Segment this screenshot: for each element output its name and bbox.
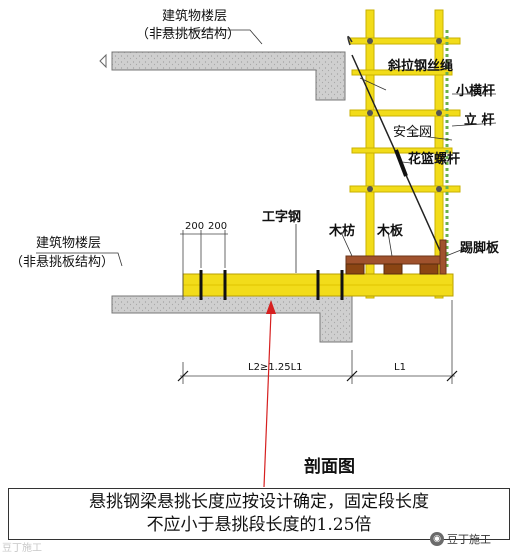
leader-upright (451, 122, 497, 127)
label-timber-purlin: 木枋 (328, 223, 355, 239)
dim-l2: L2≥1.25L1 (248, 362, 303, 373)
timber-purlin (345, 255, 441, 265)
scaffold-frame (349, 9, 461, 299)
label-toe-board: 踢脚板 (460, 240, 500, 256)
leader-net (412, 134, 453, 141)
label-top-floor-1: 建筑物楼层 (162, 8, 227, 24)
label-i-beam: 工字钢 (262, 209, 301, 225)
dimension-200 (180, 230, 228, 300)
section-title: 剖面图 (304, 456, 355, 477)
label-safety-net: 安全网 (393, 124, 432, 140)
diagonal-rope (347, 36, 447, 265)
caption-box: 悬挑钢梁悬挑长度应按设计确定，固定段长度 不应小于悬挑段长度的1.25倍 (8, 488, 510, 540)
leader-toe (445, 247, 467, 257)
label-left-floor-2: （非悬挑板结构） (10, 255, 114, 270)
caption-line-1: 悬挑钢梁悬挑长度应按设计确定，固定段长度 (89, 492, 429, 512)
doudin-logo-icon: ◉ (430, 532, 444, 546)
brand-name: 豆丁施工 (447, 533, 491, 546)
leader-turnbuckle (401, 161, 412, 164)
upper-floor-slab (99, 51, 346, 101)
leader-board (387, 231, 393, 257)
leader-left-floor (36, 252, 123, 267)
turnbuckle-mark (394, 149, 408, 177)
dim-200-b: 200 (208, 221, 227, 232)
leader-purlin (340, 231, 353, 257)
label-turnbuckle: 花篮螺杆 (408, 151, 460, 167)
leader-rope (359, 77, 387, 91)
lower-floor-slab (111, 295, 353, 343)
toe-board-shape (439, 239, 447, 275)
dim-200-a: 200 (185, 221, 204, 232)
leader-top-floor (160, 29, 263, 45)
brand-badge: ◉ 豆丁施工 (430, 531, 491, 547)
watermark-text: 豆丁施工 (2, 543, 42, 554)
dimension-l2-l1 (177, 300, 458, 384)
label-wood-board: 木板 (376, 223, 404, 239)
red-arrow (263, 300, 276, 488)
label-left-floor-1: 建筑物楼层 (36, 235, 101, 251)
label-small-crossbar: 小横杆 (456, 83, 495, 99)
label-top-floor-2: （非悬挑板结构） (136, 27, 240, 42)
label-upright: 立 杆 (464, 112, 495, 128)
caption-line-2: 不应小于悬挑段长度的1.25倍 (146, 515, 372, 535)
dim-l1: L1 (394, 362, 406, 373)
anchor-bolts (199, 270, 344, 300)
label-diagonal-rope: 斜拉钢丝绳 (387, 58, 453, 74)
